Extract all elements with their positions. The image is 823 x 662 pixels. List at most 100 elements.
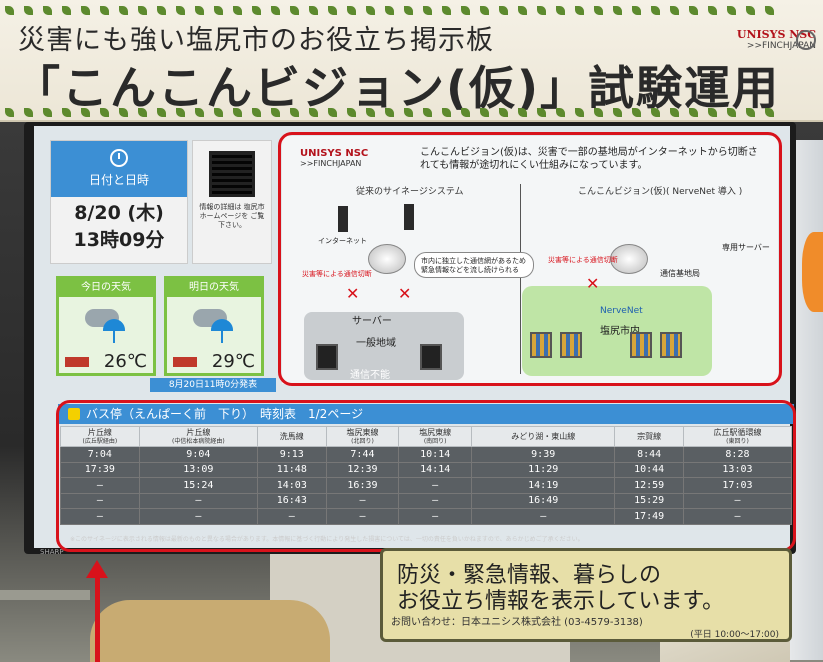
timetable-column-header: 宗賀線 [614,426,684,447]
route-name: 広丘駅循環線 [713,427,762,437]
departure-time: — [138,508,259,525]
datetime-panel: 日付と日時 8/20 (木) 13時09分 [50,140,188,264]
server-right-tower-icon [404,204,414,230]
dedicated-server-label: 専用サーバー [722,243,770,252]
qr-code-icon [209,151,255,197]
route-sub: (北回り) [351,437,374,445]
info-brand-sub: >>FINCHJAPAN [300,159,362,168]
current-date: 8/20 (木) [74,202,164,224]
weather-tomorrow-temp: 29℃ [211,351,255,372]
weather-today-temp: 26℃ [103,351,147,372]
departure-time: — [325,492,400,509]
clock-icon [110,149,128,167]
weather-today-label: 今日の天気 [59,279,153,297]
nervenet-label: NerveNet [600,306,643,316]
top-banner: 災害にも強い塩尻市のお役立ち掲示板 「こんこんビジョン(仮)」試験運用中 UNI… [0,0,823,122]
datetime-label: 日付と日時 [88,173,149,187]
banner-title-line2: 「こんこんビジョン(仮)」試験運用中 [14,61,781,115]
timetable-column-header: 広丘駅循環線(東回り) [682,426,793,447]
red-arrow-shaft [95,574,100,662]
internet-label: インターネット [318,237,367,245]
x-mark-icon: ✕ [586,274,600,293]
no-comm-label: 通信不能 [350,370,390,381]
route-name: 塩尻東線 [419,427,452,437]
kiosk-off-icon [420,344,442,370]
departure-time: 14:03 [257,477,327,494]
umbrella-icon [103,319,125,343]
qr-note: 情報の詳細は 塩尻市 ホームページを ご覧下さい。 [199,203,265,229]
diagram-divider [520,184,521,374]
highlight-frame-info [278,132,782,386]
temp-tag [65,357,89,367]
current-time: 13時09分 [73,229,165,251]
orange-object [802,232,823,312]
route-name: 塩尻東線 [346,427,379,437]
departure-time: 12:39 [325,461,400,478]
forecast-issued: 8月20日11時0分発表 [150,378,276,392]
base-station-label: 通信基地局 [660,269,700,278]
datetime-header: 日付と日時 [51,141,187,197]
qr-panel: 情報の詳細は 塩尻市 ホームページを ご覧下さい。 [192,140,272,264]
weather-tomorrow: 明日の天気 29℃ [164,276,264,376]
banner-title-line1: 災害にも強い塩尻市のお役立ち掲示板 [18,25,494,56]
route-sub: (中信松本病院経由) [172,437,225,445]
departure-time: 8:28 [682,446,793,463]
wooden-figure [90,600,330,662]
kiosk-on-icon [630,332,652,358]
departure-time: 15:29 [614,492,684,509]
info-description: こんこんビジョン(仮)は、災害で一部の基地局がインターネットから切断されても情報… [420,147,758,171]
route-sub: (南回り) [423,437,447,445]
sign-contact: お問い合わせ：日本ユニシス株式会社 (03-4579-3138) [391,617,643,628]
info-brand: UNISYS NSC >>FINCHJAPAN [300,148,368,168]
info-sign: 防災・緊急情報、暮らしの お役立ち情報を表示しています。 お問い合わせ：日本ユニ… [380,548,792,642]
departure-time: 11:29 [471,461,616,478]
city-zone [522,286,712,376]
highlight-frame-timetable [56,400,796,552]
departure-time: — [325,508,400,525]
route-name: 洗馬線 [279,432,304,441]
sign-hours: (平日 10:00〜17:00) [690,630,779,640]
kiosk-off-icon [316,344,338,370]
departure-time: — [138,492,259,509]
weather-today: 今日の天気 26℃ [56,276,156,376]
red-arrow-icon [86,560,108,578]
info-bubble: 市内に独立した通信網があるため緊急情報などを流し続けられる [414,252,534,278]
bus-timetable: 片丘線(広丘駅経由)片丘線(中信松本病院経由)洗馬線塩尻東線(北回り)塩尻東線(… [60,426,793,525]
bus-icon [68,408,80,420]
railing [0,590,90,600]
timetable-column-header: 片丘線(中信松本病院経由) [138,426,259,447]
route-name: 片丘線 [87,427,112,437]
route-sub: (東回り) [726,437,749,445]
caption-konkon: こんこんビジョン(仮)( NerveNet 導入 ) [578,187,743,197]
caption-conventional: 従来のサイネージシステム [356,187,464,197]
city-label: 塩尻市内 [600,326,640,337]
departure-time: 17:03 [682,477,793,494]
route-sub: (広丘駅経由) [82,437,118,445]
brand-logo-icon [796,30,816,50]
departure-time: — [682,508,793,525]
timetable-column-header: 塩尻東線(南回り) [398,426,473,447]
departure-time: 7:04 [60,446,140,463]
leaf-garland-top [0,2,823,16]
server-left-label: サーバー [352,316,392,327]
kiosk-on-icon [560,332,582,358]
kiosk-on-icon [530,332,552,358]
route-name: 宗賀線 [637,432,662,441]
timetable-column-header: 片丘線(広丘駅経由) [60,426,140,447]
departure-time: 14:14 [398,461,473,478]
timetable-column-header: 塩尻東線(北回り) [325,426,400,447]
general-area-label: 一般地域 [356,338,396,349]
info-brand-name: UNISYS NSC [300,148,369,159]
departure-time: 17:49 [614,508,684,525]
kiosk-on-icon [660,332,682,358]
weather-tomorrow-label: 明日の天気 [167,279,261,297]
temp-tag [173,357,197,367]
departure-time: 7:44 [325,446,400,463]
departure-time: 10:44 [614,461,684,478]
x-mark-icon: ✕ [346,284,360,303]
internet-dish-icon [368,244,406,274]
disaster-note-right: 災害等による通信切断 [548,256,618,264]
